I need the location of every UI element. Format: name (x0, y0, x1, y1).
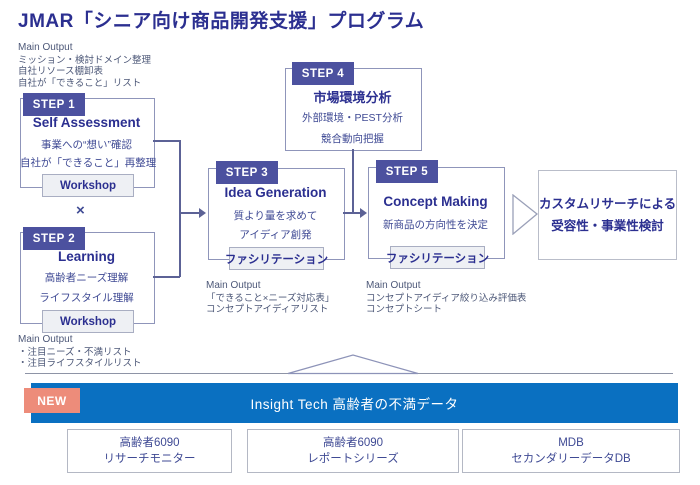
datasource-line: セカンダリーデータDB (511, 453, 631, 465)
connector-line (343, 212, 362, 214)
datasource-line: リサーチモニター (103, 453, 196, 465)
connector-line (352, 149, 354, 213)
facilitation-button: ファシリテーション (386, 246, 489, 269)
main-output-line: ・注目ニーズ・不満リスト (18, 346, 132, 358)
connector-line (153, 140, 180, 142)
step-1-line: 事業への“想い”確認 (41, 139, 132, 151)
datasource-box-research-monitor: 高齢者6090 リサーチモニター (67, 429, 232, 473)
main-output-step2: Main Output ・注目ニーズ・不満リスト ・注目ライフスタイルリスト (18, 334, 142, 370)
datasource-box-report-series: 高齢者6090 レポートシリーズ (247, 429, 459, 473)
step-5-line: 新商品の方向性を決定 (383, 219, 488, 231)
main-output-heading: Main Output (18, 334, 73, 345)
page-title: JMAR「シニア向け商品開発支援」プログラム (18, 11, 425, 32)
step-2-title: Learning (57, 249, 115, 264)
main-output-heading: Main Output (206, 280, 261, 291)
step-1-line: 自社が「できること」再整理 (20, 157, 157, 169)
insight-banner: Insight Tech 高齢者の不満データ (31, 383, 678, 423)
connector-line (153, 276, 180, 278)
main-output-step3: Main Output 「できること×ニーズ対応表」 コンセプトアイディアリスト (206, 280, 334, 316)
datasource-line: 高齢者6090 (322, 437, 384, 449)
step-3-line: 質より量を求めて (233, 210, 318, 222)
step-2-line: ライフスタイル理解 (39, 292, 134, 304)
main-output-line: コンセプトアイディアリスト (206, 304, 329, 315)
step-4-badge: STEP 4 (292, 62, 354, 85)
main-output-line: 「できること×ニーズ対応表」 (206, 292, 335, 304)
step-5-badge: STEP 5 (376, 160, 438, 183)
main-output-heading: Main Output (366, 280, 421, 291)
step-2-badge: STEP 2 (23, 227, 85, 250)
custom-research-line: 受容性・事業性検討 (551, 219, 664, 233)
step-2-line: 高齢者ニーズ理解 (44, 272, 129, 284)
custom-research-box: カスタムリサーチによる 受容性・事業性検討 (538, 170, 677, 260)
datasource-line: レポートシリーズ (307, 453, 399, 465)
main-output-heading: Main Output (18, 42, 73, 53)
main-output-line: 自社リソース棚卸表 (18, 66, 104, 77)
facilitation-button: ファシリテーション (225, 247, 328, 270)
main-output-line: ミッション・検討ドメイン整理 (18, 54, 152, 66)
main-output-top-left: Main Output ミッション・検討ドメイン整理 自社リソース棚卸表 自社が… (18, 42, 151, 89)
arrowhead-icon (360, 208, 367, 218)
main-output-line: 自社が「できること」リスト (18, 77, 142, 89)
workshop-button: Workshop (42, 174, 134, 197)
connector-line (179, 140, 181, 277)
funnel-triangle-icon (287, 354, 419, 375)
step-3-badge: STEP 3 (216, 161, 278, 184)
step-1-badge: STEP 1 (23, 93, 85, 116)
step-4-line: 外部環境・PEST分析 (302, 112, 403, 124)
main-output-step5: Main Output コンセプトアイディア絞り込み評価表 コンセプトシート (366, 280, 526, 316)
main-output-line: コンセプトシート (366, 304, 443, 315)
datasource-box-mdb: MDB セカンダリーデータDB (462, 429, 680, 473)
multiply-icon: × (76, 202, 85, 219)
main-output-line: ・注目ライフスタイルリスト (18, 358, 142, 369)
main-output-line: コンセプトアイディア絞り込み評価表 (366, 292, 527, 304)
step-5-title: Concept Making (383, 194, 488, 209)
datasource-line: MDB (558, 437, 584, 449)
connector-line (179, 212, 200, 214)
workshop-button: Workshop (42, 310, 134, 333)
step-3-line: アイディア創発 (239, 229, 312, 241)
arrowhead-icon (199, 208, 206, 218)
right-arrow-icon (512, 194, 539, 235)
step-4-line: 競合動向把握 (321, 133, 384, 145)
step-3-title: Idea Generation (224, 185, 327, 200)
insight-banner-label: Insight Tech 高齢者の不満データ (250, 397, 459, 412)
step-1-title: Self Assessment (32, 115, 141, 130)
step-4-title: 市場環境分析 (313, 90, 392, 105)
custom-research-line: カスタムリサーチによる (538, 197, 677, 211)
datasource-line: 高齢者6090 (119, 437, 180, 449)
new-badge: NEW (24, 388, 80, 413)
